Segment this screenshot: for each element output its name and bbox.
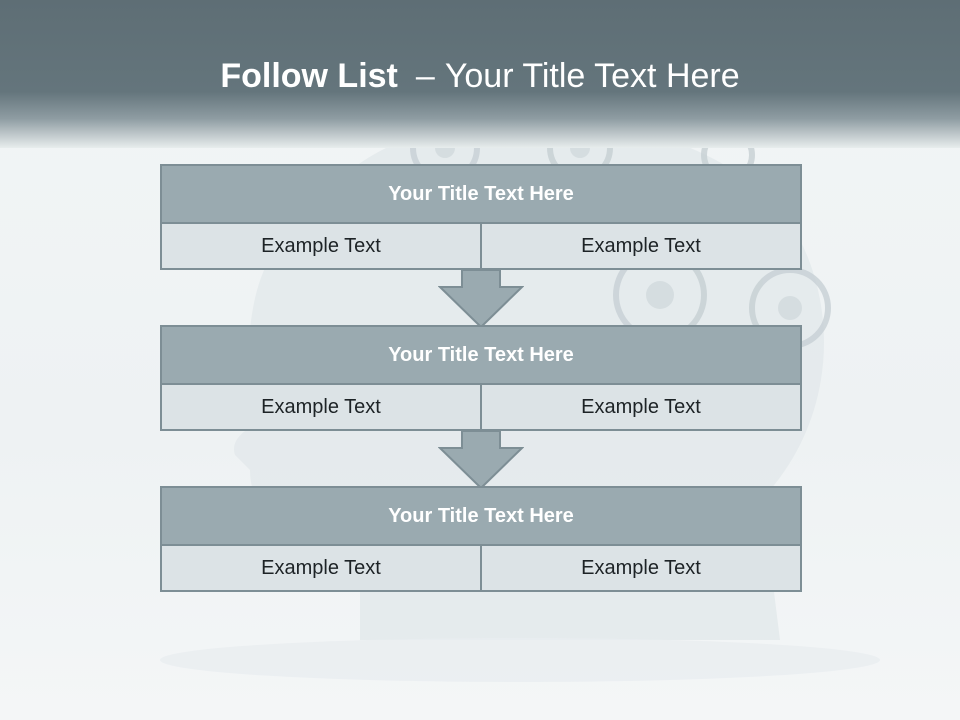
block-title: Your Title Text Here [162,327,800,385]
block-cell-right: Example Text [482,385,800,429]
down-arrow-icon [438,270,524,328]
block-title: Your Title Text Here [162,488,800,546]
list-block-1: Your Title Text Here Example Text Exampl… [160,164,802,270]
title-rest: Your Title Text Here [444,57,740,95]
list-block-2: Your Title Text Here Example Text Exampl… [160,325,802,431]
block-cell-left: Example Text [162,385,482,429]
block-title: Your Title Text Here [162,166,800,224]
block-cell-left: Example Text [162,546,482,590]
title-bar: Follow List–Your Title Text Here [0,0,960,148]
block-cell-right: Example Text [482,224,800,268]
block-cell-right: Example Text [482,546,800,590]
block-cell-left: Example Text [162,224,482,268]
title-separator: – [415,57,435,95]
title-bold: Follow List [220,57,398,95]
down-arrow-icon [438,431,524,489]
slide-title: Follow List–Your Title Text Here [0,54,960,98]
list-block-3: Your Title Text Here Example Text Exampl… [160,486,802,592]
